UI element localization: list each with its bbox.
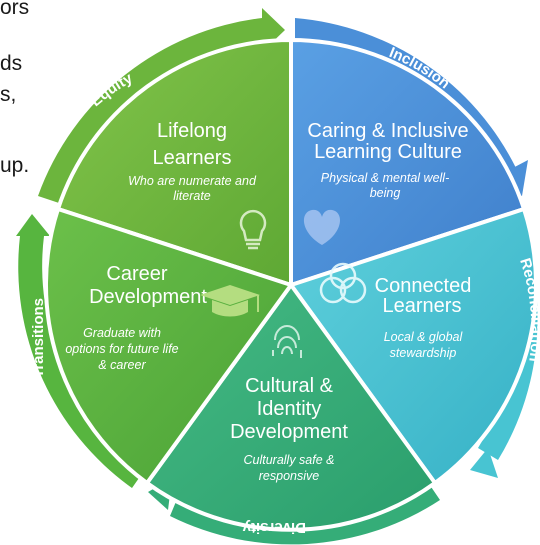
connected-subtitle-line2: stewardship bbox=[390, 346, 457, 360]
career-title-line2: Development bbox=[89, 286, 207, 308]
connected-subtitle-line1: Local & global bbox=[384, 330, 464, 344]
career-subtitle-line3: & career bbox=[98, 358, 146, 372]
segment-caring-inclusive bbox=[289, 37, 527, 288]
text-fragment-2: ds bbox=[0, 52, 23, 75]
text-fragment-3: s, bbox=[0, 83, 17, 106]
lightbulb-icon bbox=[239, 209, 267, 250]
heart-icon bbox=[303, 209, 341, 245]
lifelong-title-line2: Learners bbox=[153, 147, 232, 169]
lifelong-title-line1: Lifelong bbox=[157, 120, 227, 142]
career-subtitle-line1: Graduate with bbox=[83, 326, 161, 340]
caring-subtitle-line2: being bbox=[370, 186, 401, 200]
segment-cultural-identity bbox=[144, 281, 438, 532]
connected-title-line2: Learners bbox=[383, 295, 462, 317]
text-fragment-4: up. bbox=[0, 154, 30, 177]
transitions-label-container: Transitions bbox=[30, 298, 47, 378]
transitions-label: Transitions bbox=[30, 298, 47, 378]
graduation-cap-icon bbox=[200, 285, 260, 317]
lifelong-subtitle-line2: literate bbox=[173, 189, 211, 203]
career-title-line1: Career bbox=[106, 263, 167, 285]
cultural-title-line2: Identity bbox=[257, 398, 321, 420]
connected-title-line1: Connected bbox=[375, 275, 472, 297]
cultural-title-line3: Development bbox=[230, 421, 348, 443]
caring-title-line1: Caring & Inclusive bbox=[307, 120, 468, 142]
cultural-subtitle-line2: responsive bbox=[259, 469, 319, 483]
segment-lifelong-learners bbox=[55, 37, 293, 288]
cultural-title-line1: Cultural & bbox=[245, 375, 333, 397]
lifelong-subtitle-line1: Who are numerate and bbox=[128, 174, 257, 188]
caring-subtitle-line1: Physical & mental well- bbox=[321, 171, 450, 185]
career-subtitle-line2: options for future life bbox=[65, 342, 178, 356]
caring-title-line2: Learning Culture bbox=[314, 141, 462, 163]
venn-circles-icon bbox=[319, 262, 367, 304]
segment-career-development bbox=[43, 206, 295, 486]
diversity-label-container: Diversity bbox=[242, 519, 306, 536]
text-fragment-1: ors bbox=[0, 0, 30, 19]
fingerprint-icon bbox=[272, 325, 302, 358]
diversity-label: Diversity bbox=[242, 519, 306, 536]
cultural-subtitle-line1: Culturally safe & bbox=[243, 453, 334, 467]
